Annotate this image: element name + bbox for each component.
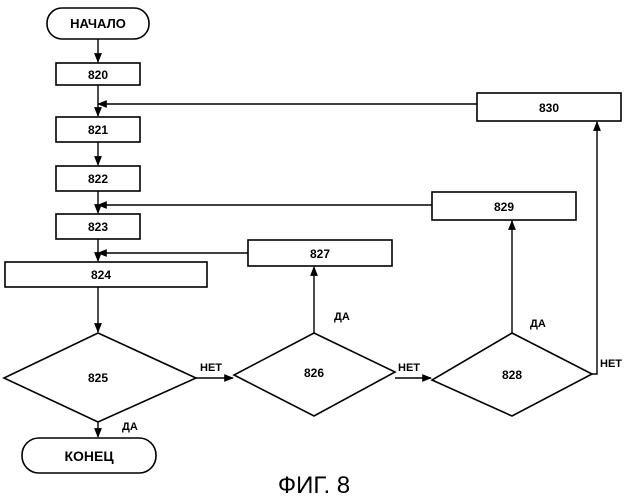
decision-828-label: 828: [502, 368, 522, 382]
box-830-label: 830: [539, 101, 559, 115]
edge-828-yes: ДА: [530, 318, 546, 330]
start-label: НАЧАЛО: [70, 16, 126, 31]
start-terminal: НАЧАЛО: [47, 8, 149, 39]
edge-826-yes: ДА: [334, 311, 350, 323]
decision-826: 826: [234, 333, 395, 416]
decision-828: 828: [432, 333, 592, 416]
box-822-label: 822: [88, 172, 108, 186]
process-box-821: 821: [56, 117, 140, 142]
box-827-label: 827: [310, 247, 330, 261]
box-824-label: 824: [91, 268, 111, 282]
box-821-label: 821: [88, 123, 108, 137]
process-box-827: 827: [248, 240, 392, 266]
figure-caption: ФИГ. 8: [278, 472, 350, 499]
box-823-label: 823: [88, 220, 108, 234]
edge-825-yes: ДА: [122, 421, 138, 433]
end-terminal: КОНЕЦ: [22, 438, 156, 473]
edge-825-no: НЕТ: [200, 362, 222, 374]
process-box-823: 823: [56, 214, 140, 239]
process-box-830: 830: [477, 93, 621, 121]
box-820-label: 820: [88, 68, 108, 82]
box-829-label: 829: [494, 200, 514, 214]
arrow-828-830: [592, 122, 597, 374]
edge-828-no: НЕТ: [600, 358, 622, 370]
process-box-829: 829: [432, 192, 576, 220]
process-box-822: 822: [56, 166, 140, 191]
decision-825-label: 825: [88, 371, 108, 385]
process-box-820: 820: [56, 63, 140, 85]
end-label: КОНЕЦ: [64, 448, 114, 464]
decision-825: 825: [4, 333, 196, 422]
process-box-824: 824: [5, 262, 207, 287]
decision-826-label: 826: [304, 366, 324, 380]
edge-826-no: НЕТ: [398, 362, 420, 374]
